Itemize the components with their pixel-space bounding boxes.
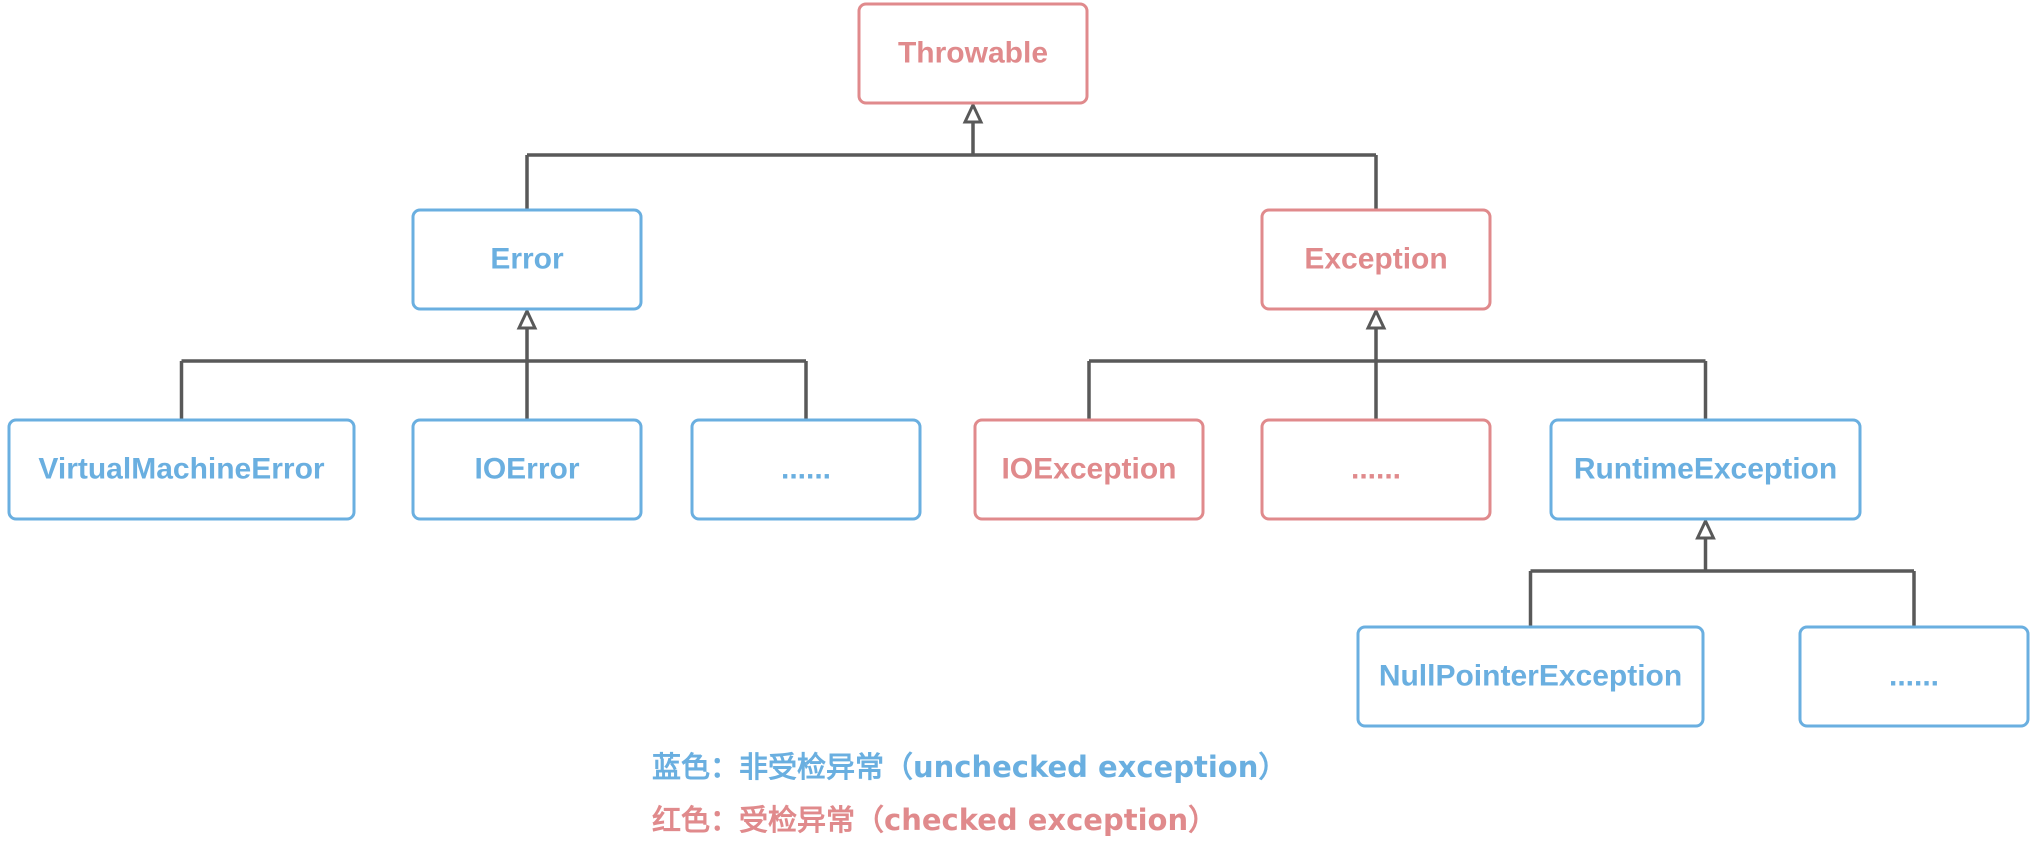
inheritance-connector-error: [179, 307, 808, 420]
inheritance-arrow-icon: [516, 307, 538, 330]
class-box-exception-more: ......: [1260, 418, 1492, 521]
class-box-exception: Exception: [1260, 208, 1492, 311]
class-box-runtime-exception: RuntimeException: [1549, 418, 1862, 521]
class-label-error-more: ......: [781, 452, 831, 485]
legend-checked: 红色：受检异常（checked exception）: [652, 803, 1218, 837]
inheritance-arrow-icon: [1695, 517, 1716, 540]
inheritance-arrow-icon: [1365, 307, 1387, 330]
class-label-exception: Exception: [1304, 242, 1447, 275]
class-box-ioerror: IOError: [411, 418, 643, 521]
class-box-ioexception: IOException: [973, 418, 1205, 521]
class-box-null-pointer-exception: NullPointerException: [1356, 625, 1705, 728]
class-label-runtime-more: ......: [1889, 659, 1939, 692]
class-label-virtual-machine-error: VirtualMachineError: [38, 452, 325, 485]
class-label-ioexception: IOException: [1001, 452, 1176, 485]
inheritance-connector-runtime-exception: [1528, 517, 1916, 627]
legend-unchecked: 蓝色：非受检异常（unchecked exception）: [652, 750, 1288, 784]
class-label-ioerror: IOError: [474, 452, 579, 485]
class-box-error-more: ......: [690, 418, 922, 521]
class-box-virtual-machine-error: VirtualMachineError: [7, 418, 356, 521]
inheritance-arrow-icon: [962, 101, 984, 124]
class-box-throwable: Throwable: [857, 2, 1089, 105]
connectors: [179, 101, 1916, 627]
class-label-runtime-exception: RuntimeException: [1574, 452, 1837, 485]
class-box-error: Error: [411, 208, 643, 311]
class-label-null-pointer-exception: NullPointerException: [1379, 659, 1682, 692]
class-box-runtime-more: ......: [1798, 625, 2030, 728]
class-label-exception-more: ......: [1351, 452, 1401, 485]
class-label-error: Error: [490, 242, 564, 275]
inheritance-connector-exception: [1087, 307, 1708, 420]
class-label-throwable: Throwable: [898, 36, 1048, 69]
inheritance-connector-throwable: [525, 101, 1378, 210]
